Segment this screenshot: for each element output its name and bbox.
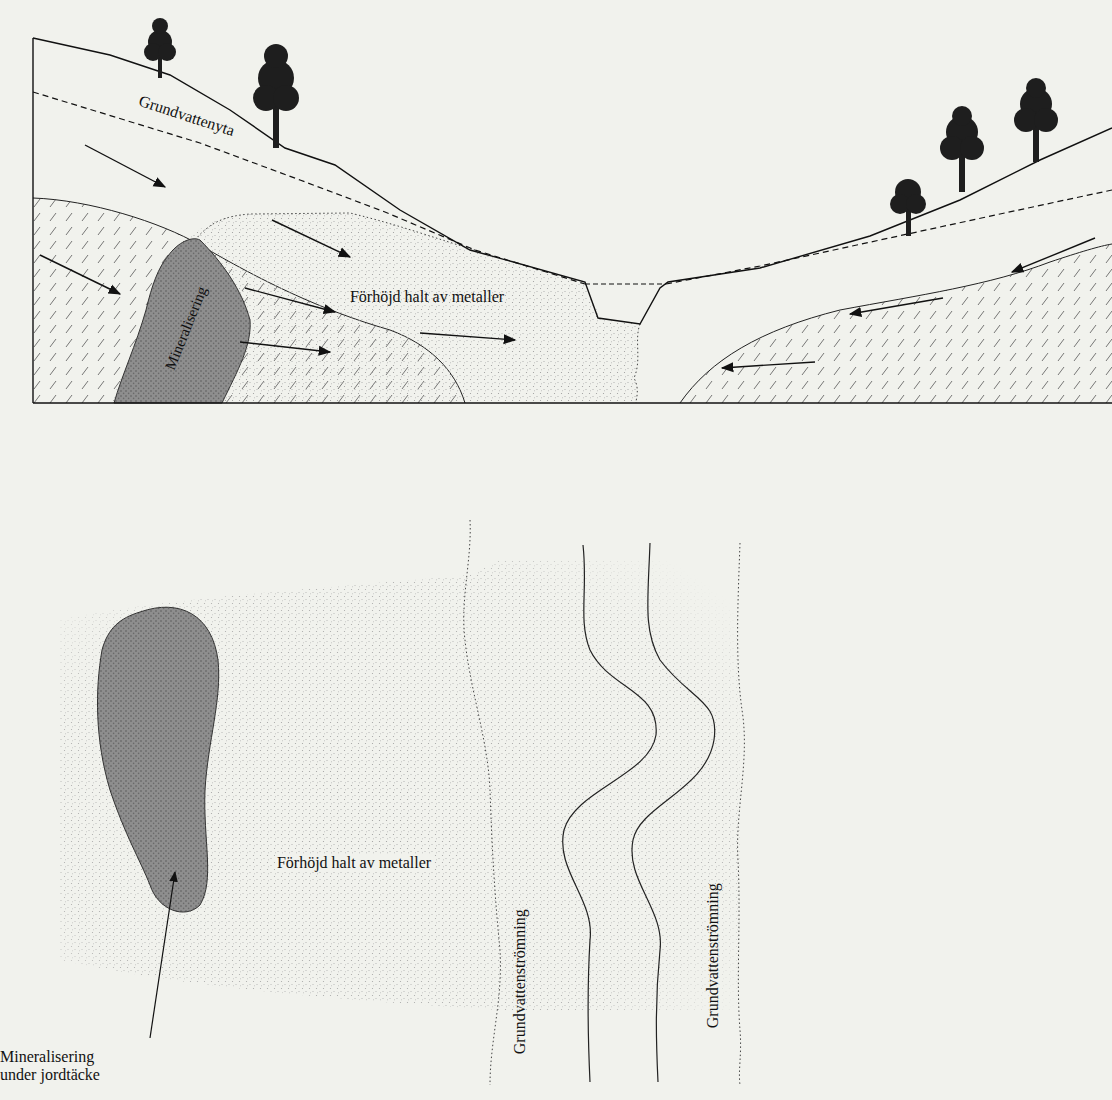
ground-surface — [33, 38, 1112, 324]
water-surface — [585, 283, 666, 284]
leader-arrow — [150, 872, 175, 1038]
river-bank — [563, 545, 657, 1082]
callout-label: Mineralisering under jordtäcke — [0, 1048, 120, 1083]
flow-label: Grundvattenströmning — [703, 884, 721, 1029]
metal-zone-boundary — [634, 324, 640, 403]
flow-boundary — [464, 520, 501, 1085]
section-base — [33, 402, 1112, 403]
water-table-label: Grundvattenyta — [137, 92, 237, 139]
flow-arrows — [40, 145, 1095, 368]
trees — [144, 18, 1058, 236]
bedrock — [680, 244, 1112, 403]
flow-boundary — [738, 543, 745, 1085]
metal-zone — [110, 213, 640, 403]
mineralization-plan — [97, 607, 218, 912]
zone-label: Förhöjd halt av metaller — [350, 288, 504, 306]
river-bank — [632, 543, 715, 1082]
groundwater-table — [33, 92, 585, 284]
zone-label: Förhöjd halt av metaller — [275, 854, 433, 872]
flow-label: Grundvattenströmning — [510, 910, 528, 1055]
groundwater-table — [666, 190, 1112, 284]
metal-zone-boundary — [195, 213, 475, 250]
metal-zone-plan — [60, 560, 740, 1010]
mineralization-body — [114, 239, 250, 403]
bedrock-line — [680, 244, 1112, 403]
